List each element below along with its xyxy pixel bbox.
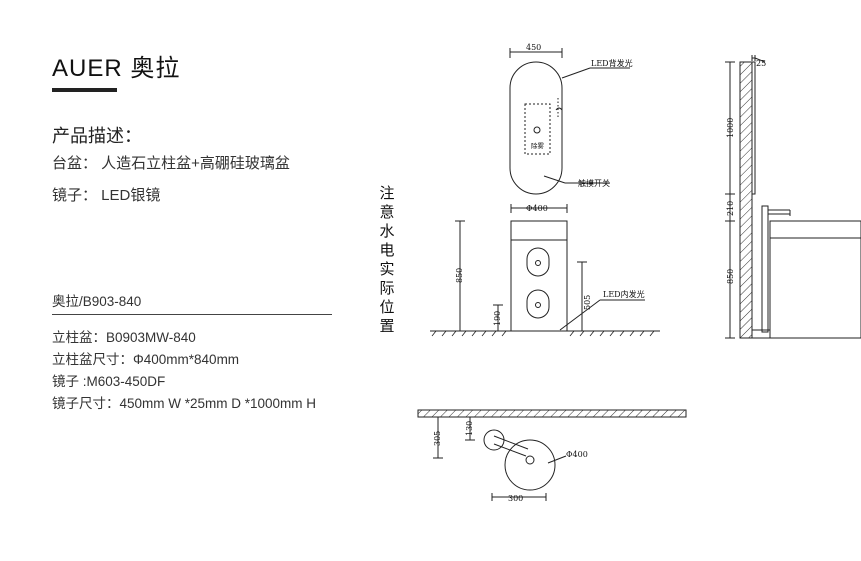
spec-basin-code: 立柱盆：B0903MW-840: [52, 330, 196, 345]
basin-description: 台盆： 人造石立柱盆+高硼硅玻璃盆: [52, 155, 290, 172]
note-char: 注: [379, 184, 395, 202]
label-side-height: 850: [726, 269, 735, 284]
note-char: 电: [379, 241, 395, 259]
note-char: 意: [379, 203, 395, 221]
label-led-height: 505: [583, 295, 592, 310]
plan-wall: [417, 409, 687, 418]
label-led-inner: LED内发光: [603, 289, 645, 299]
divider: [52, 314, 332, 315]
led-window-upper: [526, 247, 550, 277]
label-mirror-height: 1000: [726, 118, 735, 138]
floor-hatch-front: [431, 330, 655, 337]
label-mirror-depth: 25: [756, 59, 766, 68]
plan-basin: [504, 439, 556, 491]
note-char: 际: [379, 279, 395, 297]
note-char: 实: [379, 260, 395, 278]
label-plan-depth: 305: [433, 431, 442, 446]
touch-icon: [555, 107, 563, 111]
install-note: 注 意 水 电 实 际 位 置: [378, 184, 396, 336]
brand-title: AUER 奥拉: [52, 55, 181, 82]
mirror-front-view: [509, 48, 630, 195]
label-gap-height: 210: [726, 201, 735, 216]
mirror-side: [751, 61, 756, 195]
spec-mirror-code: 镜子 :M603-450DF: [52, 374, 166, 389]
defog-area: [524, 103, 551, 155]
plan-view: [417, 409, 687, 501]
led-window-lower: [526, 289, 550, 319]
spec-mirror-size: 镜子尺寸：450mm W *25mm D *1000mm H: [52, 396, 317, 411]
faucet: [761, 205, 769, 333]
note-char: 置: [379, 317, 395, 335]
label-touch-switch: 触摸开关: [578, 178, 610, 188]
label-led-back: LED背发光: [591, 58, 633, 68]
spec-basin-size: 立柱盆尺寸：Φ400mm*840mm: [52, 352, 240, 367]
label-plan-diameter: Φ400: [566, 450, 588, 459]
side-view: [725, 55, 861, 339]
label-plan-offset: 130: [465, 421, 474, 436]
note-char: 水: [379, 222, 395, 240]
label-total-height: 850: [455, 268, 464, 283]
brand-underline: [52, 88, 117, 92]
mirror-outline: [509, 61, 563, 195]
note-char: 位: [379, 298, 395, 316]
label-lower-offset: 190: [493, 311, 502, 326]
label-mirror-width: 450: [526, 43, 541, 52]
basin-side: [769, 220, 861, 339]
defog-icon: [533, 126, 541, 134]
wall-section: [739, 61, 753, 339]
basin-front-view: [430, 204, 660, 332]
mirror-description: 镜子： LED银镜: [52, 187, 161, 204]
label-defog: 除雾: [531, 141, 545, 150]
description-title: 产品描述：: [52, 126, 142, 146]
label-plan-width: 300: [508, 494, 523, 503]
label-basin-diameter: Φ400: [526, 204, 548, 213]
model-number: 奥拉/B903-840: [52, 294, 142, 309]
